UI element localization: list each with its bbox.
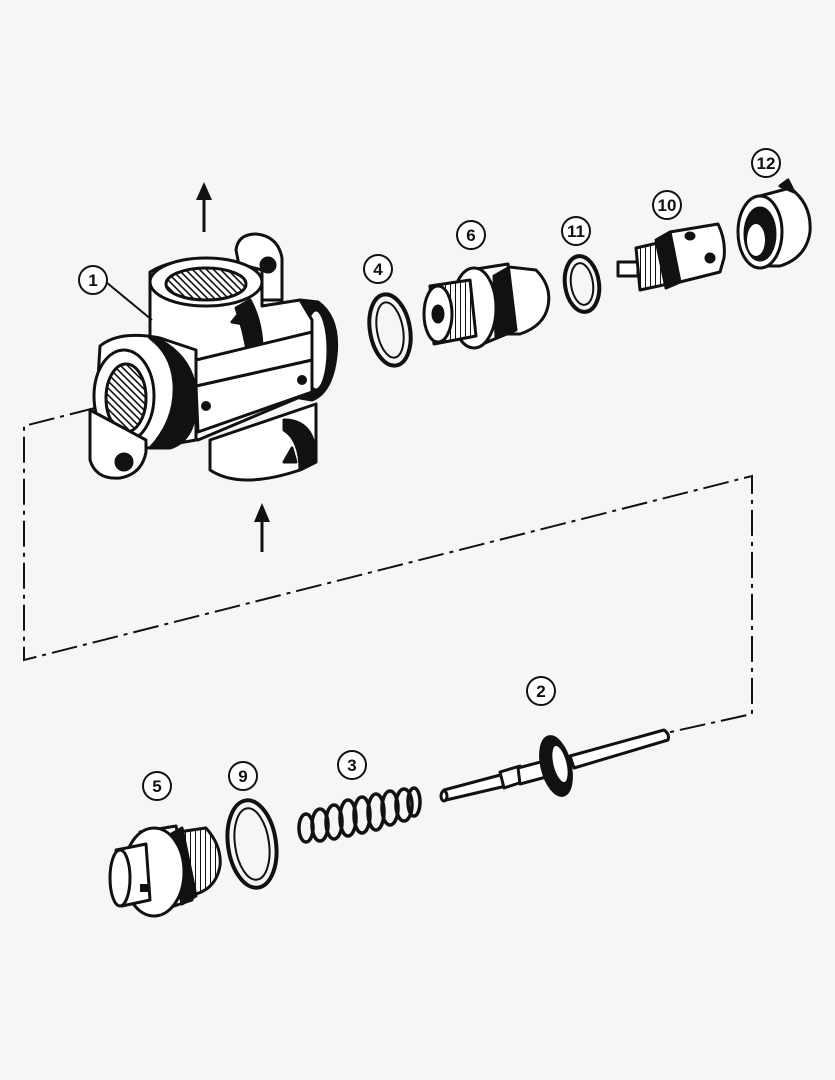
piston-rod-part	[439, 728, 670, 803]
valve-body-part	[88, 232, 339, 482]
callout-2-label: 2	[536, 682, 545, 701]
sealing-washer-part	[225, 798, 279, 890]
washer-part	[367, 292, 413, 368]
valve-spindle-part	[616, 222, 726, 292]
end-plug-part	[108, 824, 222, 918]
callout-4-label: 4	[373, 260, 383, 279]
spring-part	[297, 786, 422, 844]
callout-6: 6	[456, 220, 486, 250]
callout-1-label: 1	[88, 271, 97, 290]
adaptor-part	[422, 262, 551, 350]
callout-9: 9	[228, 761, 258, 791]
callout-11: 11	[561, 216, 591, 246]
callout-12: 12	[751, 148, 781, 178]
callout-3: 3	[337, 750, 367, 780]
callout-11-label: 11	[567, 222, 585, 241]
callout-10: 10	[652, 190, 682, 220]
flow-arrow-up-icon	[196, 182, 212, 232]
callout-3-label: 3	[347, 756, 356, 775]
callout-5-label: 5	[152, 777, 161, 796]
cap-part	[736, 178, 812, 270]
callout-2: 2	[526, 676, 556, 706]
callout-10-label: 10	[658, 196, 677, 215]
small-washer-part	[562, 254, 602, 314]
callout-9-label: 9	[238, 767, 247, 786]
leader-line-1	[105, 281, 153, 321]
callout-1: 1	[78, 265, 108, 295]
callout-5: 5	[142, 771, 172, 801]
callout-12-label: 12	[757, 154, 776, 173]
callout-4: 4	[363, 254, 393, 284]
callout-6-label: 6	[466, 226, 475, 245]
flow-arrow-down-icon	[254, 503, 270, 552]
assembly-dashed-line	[23, 407, 753, 734]
